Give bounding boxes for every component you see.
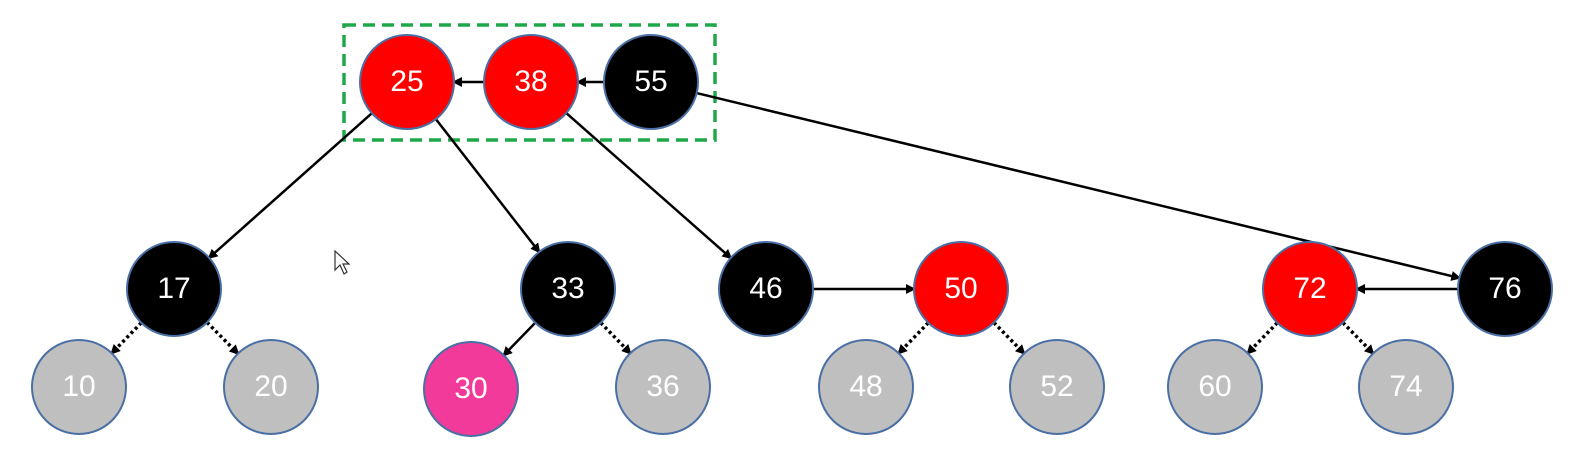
node-label: 72: [1293, 272, 1326, 305]
node-label: 46: [749, 272, 782, 305]
tree-node-48: 48: [818, 339, 914, 435]
node-label: 20: [254, 370, 287, 403]
node-circle: [1457, 241, 1553, 337]
node-circle: [1009, 339, 1105, 435]
node-circle: [223, 339, 319, 435]
node-label: 55: [634, 65, 667, 98]
node-label: 52: [1040, 370, 1073, 403]
node-label: 48: [849, 370, 882, 403]
tree-node-33: 33: [520, 241, 616, 337]
edge-17-to-20: [205, 321, 240, 356]
node-circle: [615, 339, 711, 435]
node-circle: [483, 34, 579, 130]
edge-17-to-10: [109, 321, 143, 356]
node-label: 38: [514, 65, 547, 98]
tree-node-36: 36: [615, 339, 711, 435]
mouse-cursor-icon: [334, 249, 351, 275]
tree-node-76: 76: [1457, 241, 1553, 337]
node-circle: [1358, 339, 1454, 435]
node-label: 36: [646, 370, 679, 403]
tree-node-74: 74: [1358, 339, 1454, 435]
node-circle: [423, 341, 519, 437]
tree-node-20: 20: [223, 339, 319, 435]
edge-50-to-52: [992, 321, 1027, 356]
tree-node-30: 30: [423, 341, 519, 437]
node-circle: [31, 339, 127, 435]
selected-group-box: [342, 23, 717, 142]
node-label: 17: [157, 272, 190, 305]
node-circle: [1167, 339, 1263, 435]
tree-node-72: 72: [1262, 241, 1358, 337]
node-label: 25: [390, 65, 423, 98]
node-label: 30: [454, 372, 487, 405]
node-label: 33: [551, 272, 584, 305]
edge-72-to-74: [1341, 321, 1376, 356]
tree-node-46: 46: [718, 241, 814, 337]
node-circle: [913, 241, 1009, 337]
edge-25-to-33: [434, 118, 541, 254]
edge-38-to-46: [565, 112, 733, 260]
edge-55-to-76: [696, 91, 1462, 281]
edge-50-to-48: [896, 321, 930, 356]
tree-node-50: 50: [913, 241, 1009, 337]
node-label: 74: [1389, 370, 1422, 403]
edge-72-to-60: [1245, 321, 1279, 356]
tree-node-52: 52: [1009, 339, 1105, 435]
node-label: 76: [1488, 272, 1521, 305]
tree-node-55: 55: [603, 34, 699, 130]
nodes-layer: 25 38 55 17 33 46 50 72 76 10 20 30 36 48 52 60 74: [31, 34, 1553, 437]
node-circle: [126, 241, 222, 337]
node-circle: [603, 34, 699, 130]
node-circle: [818, 339, 914, 435]
tree-node-17: 17: [126, 241, 222, 337]
edge-33-to-36: [599, 321, 633, 356]
tree-node-60: 60: [1167, 339, 1263, 435]
node-circle: [718, 241, 814, 337]
tree-node-25: 25: [359, 34, 455, 130]
edge-33-to-30: [502, 321, 537, 357]
node-circle: [520, 241, 616, 337]
node-circle: [359, 34, 455, 130]
node-label: 60: [1198, 370, 1231, 403]
tree-node-10: 10: [31, 339, 127, 435]
edge-25-to-17: [207, 112, 373, 260]
node-label: 50: [944, 272, 977, 305]
edges-layer: [109, 77, 1462, 357]
node-circle: [1262, 241, 1358, 337]
node-label: 10: [62, 370, 95, 403]
tree-node-38: 38: [483, 34, 579, 130]
